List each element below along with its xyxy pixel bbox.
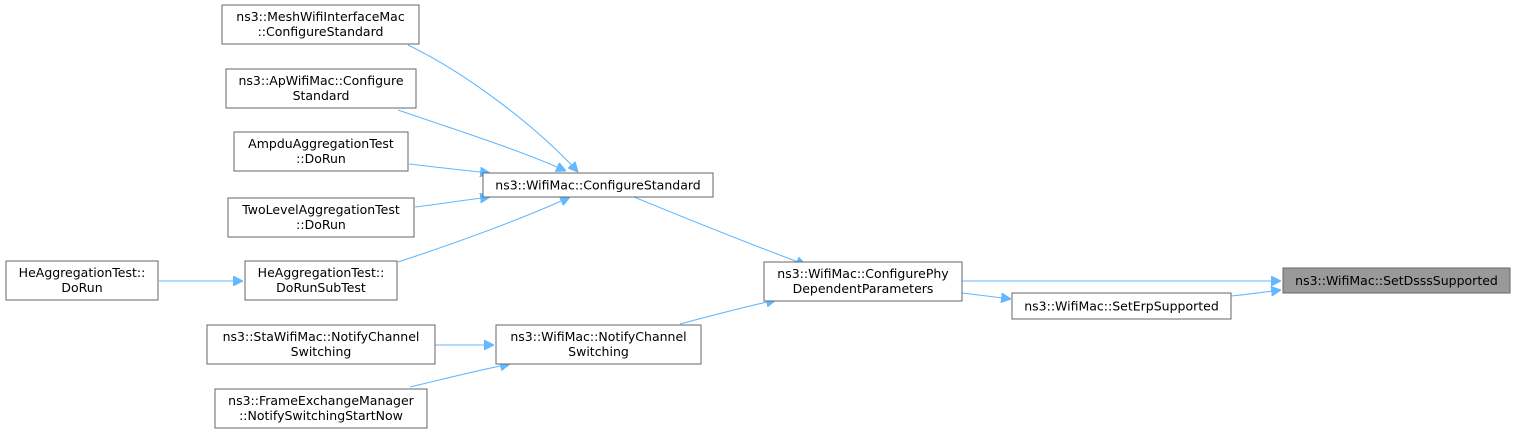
node-ampdu-aggregation-test-dorun[interactable]: AmpduAggregationTest ::DoRun: [233, 131, 409, 172]
edge-erp-to-dsss: [1230, 290, 1281, 297]
node-ap-configure-standard[interactable]: ns3::ApWifiMac::Configure Standard: [225, 68, 417, 109]
node-label-line: ns3::ApWifiMac::Configure: [238, 73, 403, 88]
node-label-line: HeAggregationTest::: [258, 265, 385, 280]
node-wifimac-configure-phy-dependent-parameters[interactable]: ns3::WifiMac::ConfigurePhy DependentPara…: [763, 261, 963, 302]
edge-mesh-to-cfgstd: [407, 44, 578, 172]
node-label-line: ns3::WifiMac::ConfigureStandard: [495, 178, 700, 193]
edge-cfgphy-to-erp: [961, 292, 1011, 299]
edge-notify-to-cfgphy: [679, 300, 776, 325]
node-label-line: ns3::MeshWifiInterfaceMac: [236, 9, 405, 24]
node-frame-exchange-manager-notify-switching[interactable]: ns3::FrameExchangeManager ::NotifySwitch…: [214, 388, 428, 429]
node-label-line: AmpduAggregationTest: [248, 136, 394, 151]
node-label-line: ::DoRun: [296, 151, 346, 166]
edge-hesubtest-to-cfgstd: [397, 197, 570, 263]
node-label-line: Switching: [568, 344, 629, 359]
node-label-line: ns3::WifiMac::SetErpSupported: [1024, 299, 1219, 314]
node-label-line: DoRunSubTest: [276, 280, 366, 295]
node-label-line: DependentParameters: [793, 281, 934, 296]
node-label-line: Standard: [293, 88, 350, 103]
node-mesh-configure-standard[interactable]: ns3::MeshWifiInterfaceMac ::ConfigureSta…: [221, 4, 420, 45]
node-wifimac-set-erp-supported[interactable]: ns3::WifiMac::SetErpSupported: [1011, 292, 1232, 320]
node-label-line: ns3::WifiMac::SetDsssSupported: [1295, 273, 1498, 288]
node-label-line: TwoLevelAggregationTest: [241, 202, 400, 217]
edge-ampdu-to-cfgstd: [408, 163, 490, 173]
node-label-line: ns3::StaWifiMac::NotifyChannel: [223, 329, 420, 344]
node-he-aggregation-test-dorun[interactable]: HeAggregationTest:: DoRun: [5, 260, 159, 301]
node-label-line: HeAggregationTest::: [19, 265, 146, 280]
node-label-line: ::NotifySwitchingStartNow: [239, 408, 403, 423]
node-label-line: Switching: [291, 344, 352, 359]
node-stawifimac-notify-channel-switching[interactable]: ns3::StaWifiMac::NotifyChannel Switching: [206, 324, 436, 365]
node-label-line: ns3::FrameExchangeManager: [228, 393, 414, 408]
node-label-line: ns3::WifiMac::NotifyChannel: [510, 329, 686, 344]
edge-twolevel-to-cfgstd: [414, 197, 490, 208]
node-label-line: ::ConfigureStandard: [258, 24, 384, 39]
nodes-layer: ns3::MeshWifiInterfaceMac ::ConfigureSta…: [5, 4, 1511, 429]
node-twolevel-aggregation-test-dorun[interactable]: TwoLevelAggregationTest ::DoRun: [227, 197, 415, 238]
node-label-line: ::DoRun: [296, 217, 346, 232]
edges-layer: [159, 44, 1281, 388]
edge-cfgstd-to-cfgphy: [633, 196, 806, 265]
node-label-line: ns3::WifiMac::ConfigurePhy: [777, 266, 949, 281]
edge-fem-to-notify: [409, 364, 510, 388]
node-wifimac-notify-channel-switching[interactable]: ns3::WifiMac::NotifyChannel Switching: [495, 324, 702, 365]
node-wifimac-configure-standard[interactable]: ns3::WifiMac::ConfigureStandard: [482, 172, 714, 198]
node-he-aggregation-test-dorunsubtest[interactable]: HeAggregationTest:: DoRunSubTest: [244, 260, 398, 301]
node-label-line: DoRun: [61, 280, 102, 295]
node-wifimac-set-dsss-supported[interactable]: ns3::WifiMac::SetDsssSupported: [1282, 267, 1511, 294]
edge-ap-to-cfgstd: [397, 109, 566, 171]
